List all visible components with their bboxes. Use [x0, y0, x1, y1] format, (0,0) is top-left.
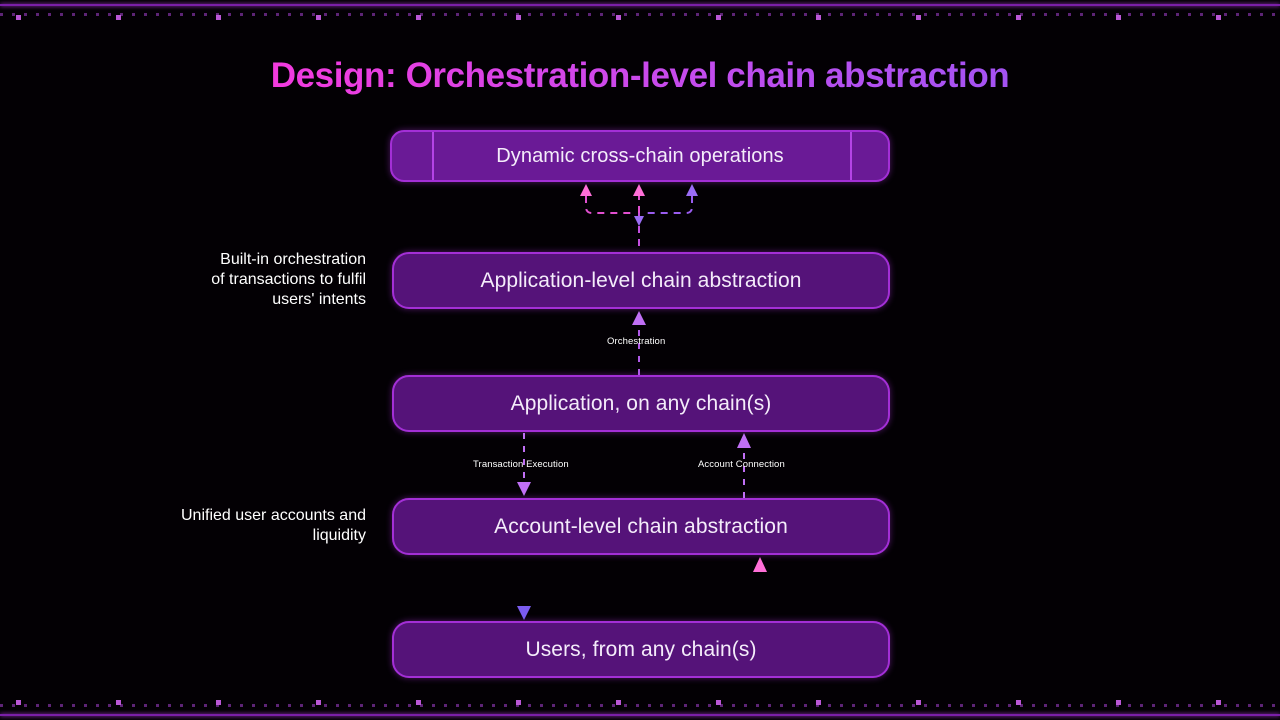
page-title: Design: Orchestration-level chain abstra…	[0, 56, 1280, 96]
node-label: Users, from any chain(s)	[525, 637, 757, 661]
connector-label-transaction-execution: Transaction Execution	[473, 459, 569, 470]
connector-label-account-connection: Account Connection	[698, 459, 785, 470]
arrowhead-up-center	[633, 184, 645, 196]
bottom-accent-line	[0, 714, 1280, 716]
arrowhead-account-connection	[737, 433, 751, 448]
arrowhead-orchestration	[632, 311, 646, 325]
top-decorative-band	[0, 0, 1280, 22]
node-application-on-any-chains: Application, on any chain(s)	[392, 375, 890, 432]
arrowhead-up-right	[686, 184, 698, 196]
node-label: Dynamic cross-chain operations	[496, 144, 784, 167]
connector-users-to-account	[753, 557, 767, 621]
connector-label-orchestration: Orchestration	[607, 336, 666, 347]
side-note-accounts: Unified user accounts and liquidity	[181, 507, 366, 544]
arrowhead-users-to-account	[753, 557, 767, 572]
node-users-from-any-chains: Users, from any chain(s)	[392, 621, 890, 678]
node-label: Application-level chain abstraction	[480, 268, 802, 292]
side-note-orchestration: Built-in orchestration of transactions t…	[211, 251, 366, 308]
node-dynamic-cross-chain-operations: Dynamic cross-chain operations	[390, 130, 890, 182]
top-small-dots	[0, 13, 1280, 16]
bottom-small-dots	[0, 704, 1280, 707]
arrowhead-transaction-execution	[517, 482, 531, 496]
node-account-level-chain-abstraction: Account-level chain abstraction	[392, 498, 890, 555]
node-label: Account-level chain abstraction	[494, 514, 788, 538]
node-application-level-chain-abstraction: Application-level chain abstraction	[392, 252, 890, 309]
top-box-divider-left	[432, 132, 434, 180]
arrowhead-down-center	[634, 216, 644, 226]
connector-orchestration-bus	[580, 184, 698, 252]
bottom-decorative-band	[0, 698, 1280, 720]
connector-account-to-users	[517, 556, 531, 620]
top-large-dots	[16, 15, 1280, 20]
arrowhead-account-to-users	[517, 606, 531, 620]
node-label: Application, on any chain(s)	[510, 391, 772, 415]
arrowhead-up-left	[580, 184, 592, 196]
top-accent-line	[0, 4, 1280, 6]
top-box-divider-right	[850, 132, 852, 180]
bottom-large-dots	[16, 700, 1280, 705]
